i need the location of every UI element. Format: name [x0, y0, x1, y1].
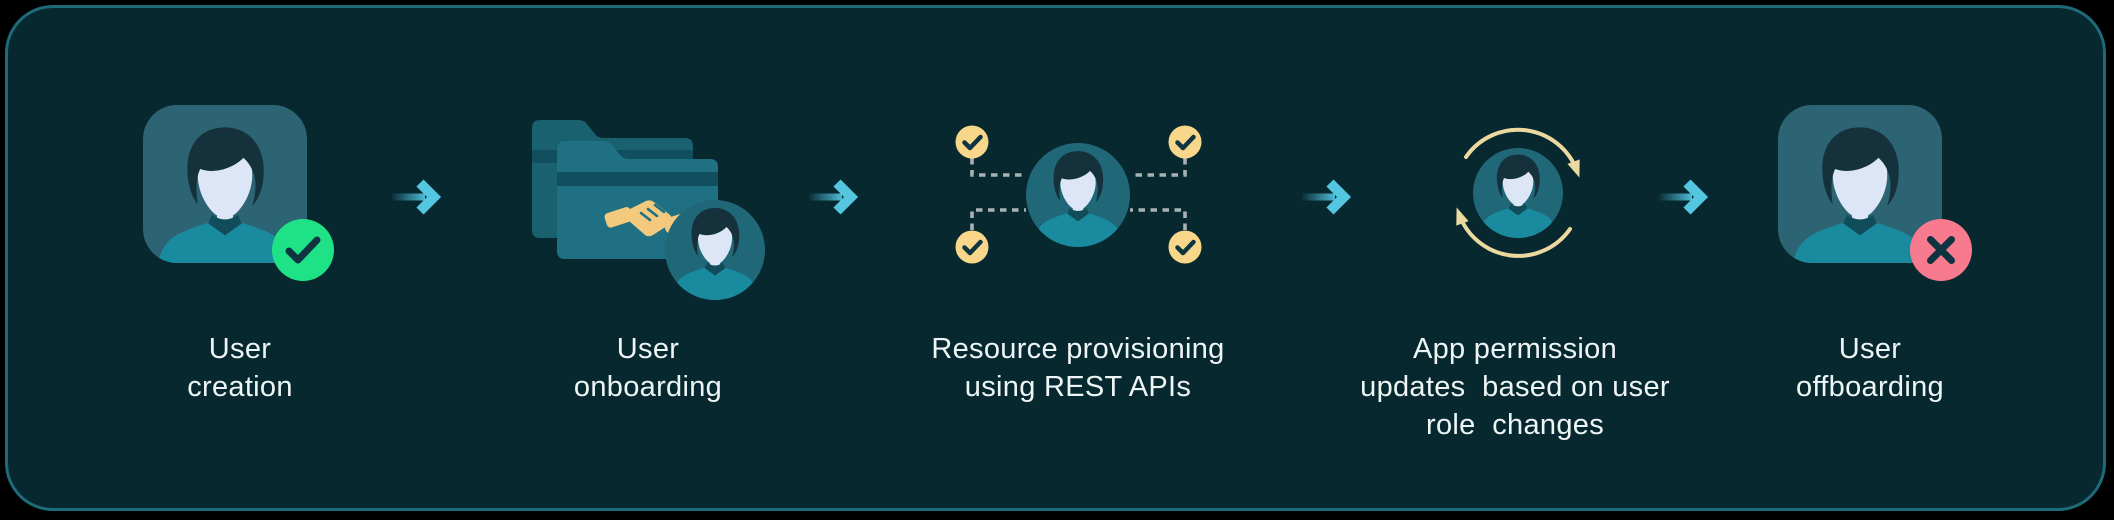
- step-label-user-offboarding: User offboarding: [1796, 333, 1944, 403]
- user-avatar-approved-icon: [143, 105, 334, 281]
- check-badge-icon: [955, 230, 989, 264]
- arrow-right-icon: [1302, 179, 1352, 215]
- user-avatar-removed-icon: [1778, 105, 1972, 281]
- arrow-right-icon: [809, 179, 859, 215]
- step-label-user-onboarding: User onboarding: [573, 333, 723, 403]
- check-badge-icon: [1168, 125, 1202, 159]
- step-label-user-creation: User creation: [187, 333, 293, 403]
- diagram-card: [5, 5, 2106, 511]
- check-badge-icon: [955, 125, 989, 159]
- user-connected-checks-icon: [955, 125, 1202, 264]
- step-label-resource-provisioning: Resource provisioning using REST APIs: [931, 333, 1225, 403]
- user-circle-avatar: [665, 200, 765, 300]
- check-badge-icon: [272, 219, 334, 281]
- user-circle-avatar: [1473, 148, 1563, 238]
- folders-handshake-user-icon: [532, 120, 765, 300]
- arrow-right-icon: [392, 179, 442, 215]
- cross-badge-icon: [1910, 219, 1972, 281]
- check-badge-icon: [1168, 230, 1202, 264]
- step-label-app-permission-updates: App permission updates based on user rol…: [1360, 333, 1670, 441]
- user-circle-avatar: [1026, 143, 1130, 247]
- user-sync-icon: [1456, 127, 1580, 258]
- arrow-right-icon: [1659, 179, 1709, 215]
- sync-arrows-icon: [1456, 127, 1580, 258]
